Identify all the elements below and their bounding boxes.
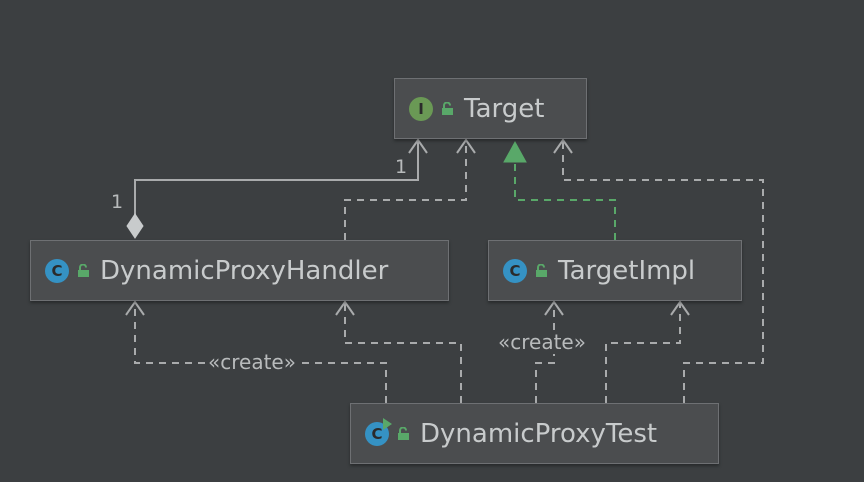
- runnable-class-icon: C: [365, 417, 392, 446]
- unlock-icon: [398, 426, 409, 440]
- node-dynamic-proxy-handler[interactable]: C DynamicProxyHandler: [30, 240, 449, 301]
- unlock-icon: [536, 263, 547, 277]
- class-kind-letter: C: [371, 424, 383, 443]
- unlock-icon: [442, 101, 453, 115]
- class-icon: C: [45, 258, 69, 283]
- create-label-targetimpl: «create»: [497, 330, 587, 354]
- multiplicity-target-end: 1: [395, 156, 408, 178]
- node-dynamic-proxy-test-name: DynamicProxyTest: [420, 418, 658, 449]
- node-target-impl-name: TargetImpl: [558, 255, 696, 286]
- edge-handler-uses-target: [344, 138, 476, 240]
- edge-test-uses-targetimpl: [605, 300, 690, 403]
- unlock-icon: [78, 263, 89, 277]
- edge-test-creates-handler: [125, 300, 387, 403]
- interface-icon: I: [409, 96, 433, 121]
- class-icon: C: [503, 258, 527, 283]
- create-label-handler: «create»: [207, 350, 297, 374]
- edge-test-uses-handler: [335, 300, 462, 403]
- node-dynamic-proxy-test[interactable]: C DynamicProxyTest: [350, 403, 719, 464]
- node-target[interactable]: I Target: [394, 78, 587, 139]
- node-target-impl[interactable]: C TargetImpl: [488, 240, 742, 301]
- edge-targetimpl-implements-target: [503, 140, 616, 240]
- edge-handler-to-target-association: [126, 138, 428, 239]
- edge-test-creates-targetimpl: [535, 300, 564, 403]
- run-marker-icon: [383, 417, 392, 430]
- node-dynamic-proxy-handler-name: DynamicProxyHandler: [100, 255, 389, 286]
- node-target-name: Target: [464, 93, 545, 124]
- edge-test-uses-target: [553, 138, 764, 403]
- multiplicity-handler-end: 1: [111, 191, 124, 213]
